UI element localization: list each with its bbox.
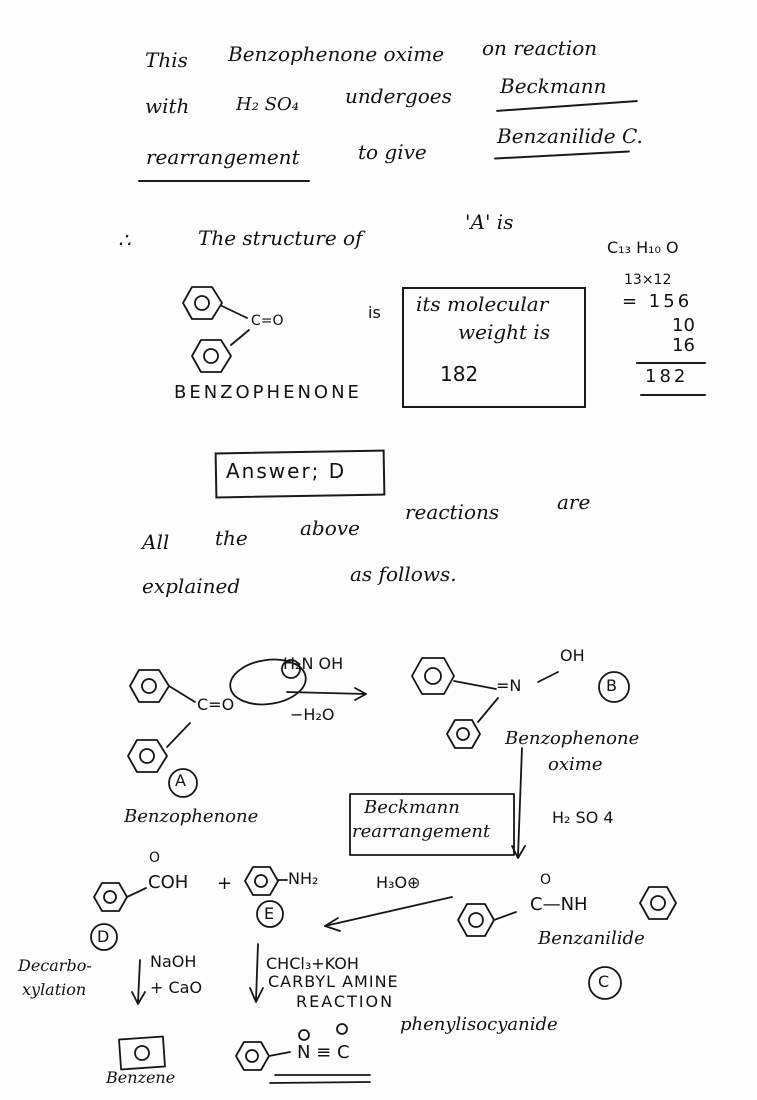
benzophenone-name: BENZOPHENONE (174, 382, 362, 403)
intro-word: to give (358, 140, 427, 164)
mw-line: its molecular (416, 292, 549, 316)
amide-carbonyl-o: O (540, 872, 552, 888)
carbylamine-label: REACTION (296, 992, 395, 1011)
scheme-co: C=O (197, 695, 235, 714)
sum-line (636, 362, 706, 364)
explain-word: are (557, 490, 591, 514)
benzene-ring-icon (191, 339, 232, 373)
label-b: B (606, 676, 617, 695)
label-e: E (264, 904, 275, 923)
molecular-weight-box (402, 287, 586, 408)
intro-word: Benzophenone oxime (228, 42, 445, 66)
carbylamine-label: CARBYL AMINE (268, 972, 399, 991)
label-circle-a (168, 768, 198, 798)
label-circle-d (90, 923, 118, 951)
intro-word-underlined: Beckmann (500, 74, 607, 98)
benzene-ring-icon (182, 286, 223, 320)
acid-reagent: H₂ SO 4 (552, 808, 614, 827)
benzene-ring-icon (457, 903, 495, 937)
therefore-symbol: ∴ (118, 228, 131, 252)
answer-text: Answer; D (226, 459, 347, 483)
intro-word: This (145, 48, 188, 72)
label-c: C (598, 972, 610, 991)
benzene-ring-icon (127, 739, 168, 773)
benzene-ring-icon (244, 866, 279, 896)
explain-word: All (142, 530, 170, 554)
benzene-ring-icon (639, 886, 677, 920)
cao-reagent: + CaO (150, 978, 203, 997)
explain-word: reactions (405, 500, 500, 524)
intro-word: on reaction (482, 36, 598, 60)
label-circle-e (256, 900, 284, 928)
benzene-label: Benzene (106, 1068, 176, 1087)
benzene-ring-icon (129, 669, 170, 703)
label-d: D (97, 927, 110, 946)
decarboxylation-label: Decarbo- (18, 956, 92, 975)
oxime-name: Benzophenone (505, 728, 640, 749)
explain-word: above (300, 516, 360, 540)
naoh-reagent: NaOH (150, 952, 197, 971)
sum-line (640, 394, 706, 396)
structure-heading: The structure of (198, 226, 363, 250)
mw-line: weight is (458, 320, 551, 344)
benzene-ring-icon (235, 1041, 270, 1071)
intro-formula: H₂ SO₄ (236, 94, 299, 115)
intro-word-underlined: Benzanilide C. (497, 124, 643, 148)
molecular-formula: C₁₃ H₁₀ O (607, 238, 679, 257)
beckmann-label: Beckmann (364, 797, 460, 818)
intro-word: undergoes (345, 84, 452, 108)
benzophenone-label: Benzophenone (124, 806, 259, 827)
is-text: is (368, 303, 381, 322)
carbonyl-group: C=O (251, 313, 284, 329)
amide-group: C—NH (530, 894, 588, 915)
explain-word: explained (142, 574, 241, 598)
calc-line: 10 (672, 315, 695, 336)
acid-group: COH (148, 872, 189, 893)
mw-value: 182 (440, 362, 479, 386)
oxime-name: oxime (548, 754, 603, 775)
reagent-water-loss: −H₂O (290, 705, 335, 724)
benzene-ring-icon (93, 882, 128, 912)
label-a: A (175, 771, 186, 790)
acid-carbonyl-o: O (149, 850, 161, 866)
benzene-ring-icon (446, 719, 481, 749)
benzanilide-label: Benzanilide (538, 928, 645, 949)
beckmann-label: rearrangement (352, 821, 491, 842)
underline (138, 180, 310, 182)
reagent-hydroxylamine: H₂N OH (283, 654, 344, 673)
structure-label: 'A' is (465, 210, 514, 234)
intro-word: with (145, 94, 190, 118)
benzene-ring-icon (411, 657, 455, 695)
explain-word: the (215, 526, 248, 550)
explain-word: as follows. (350, 562, 457, 586)
oxime-oh: OH (560, 646, 585, 665)
label-circle-b (598, 671, 630, 703)
amine-group: NH₂ (288, 869, 319, 888)
calc-total: 182 (645, 366, 689, 387)
label-circle-c (588, 966, 622, 1000)
plus-sign: + (217, 873, 233, 894)
isocyanide-group: N ≡ C (297, 1042, 350, 1063)
phenylisocyanide-label: phenylisocyanide (400, 1014, 558, 1035)
calc-line: 13×12 (624, 272, 672, 288)
calc-line: = 156 (622, 291, 693, 312)
hydrolysis-reagent: H₃O⊕ (376, 873, 421, 892)
oxime-group: =N (496, 676, 522, 695)
calc-line: 16 (672, 335, 695, 356)
carbylamine-reagent: CHCl₃+KOH (266, 954, 359, 973)
decarboxylation-label: xylation (22, 980, 87, 999)
intro-word-underlined: rearrangement (146, 145, 300, 169)
